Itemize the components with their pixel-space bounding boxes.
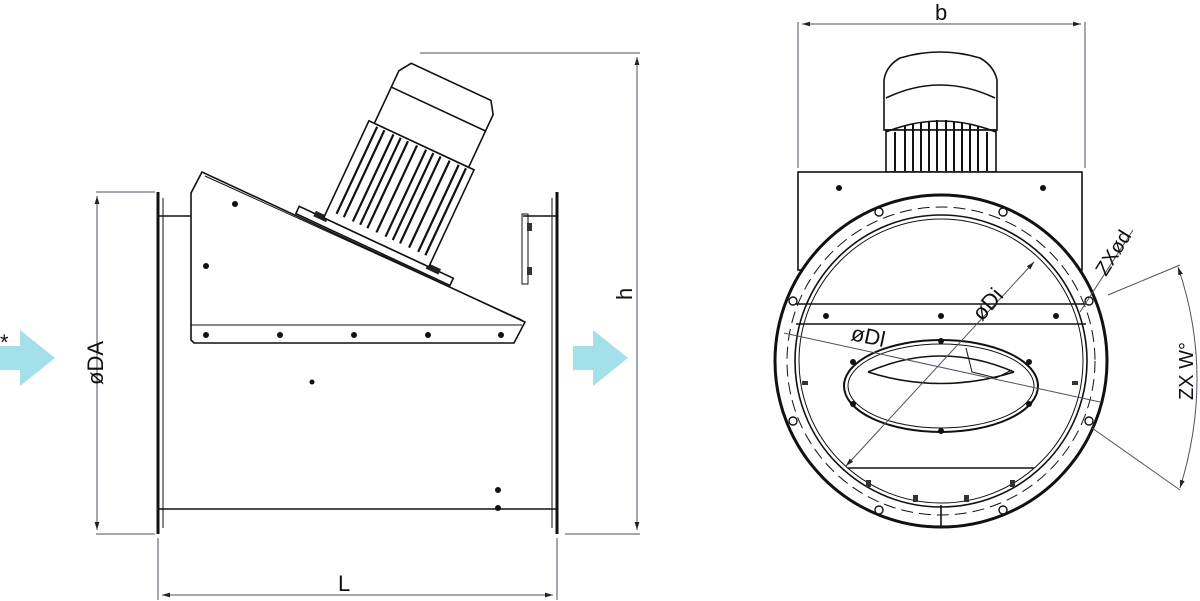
inlet-marker-label: * (0, 330, 9, 355)
motor-side (294, 62, 494, 287)
hole-count-diameter-label: ZXød (1092, 227, 1137, 280)
width-label: b (935, 0, 947, 25)
hole-angle-label: ZX W° (1176, 342, 1198, 400)
outlet-flow-arrow-icon (573, 330, 628, 386)
outer-diameter-label: øDA (83, 341, 108, 385)
motor-front (883, 51, 998, 173)
front-view: øDi øDl b ZXød ZX W° (773, 0, 1198, 529)
side-view: øDA * L h (0, 52, 640, 600)
inlet-flow-arrow-icon (0, 330, 55, 386)
height-label: h (612, 288, 637, 300)
length-label: L (338, 571, 350, 596)
